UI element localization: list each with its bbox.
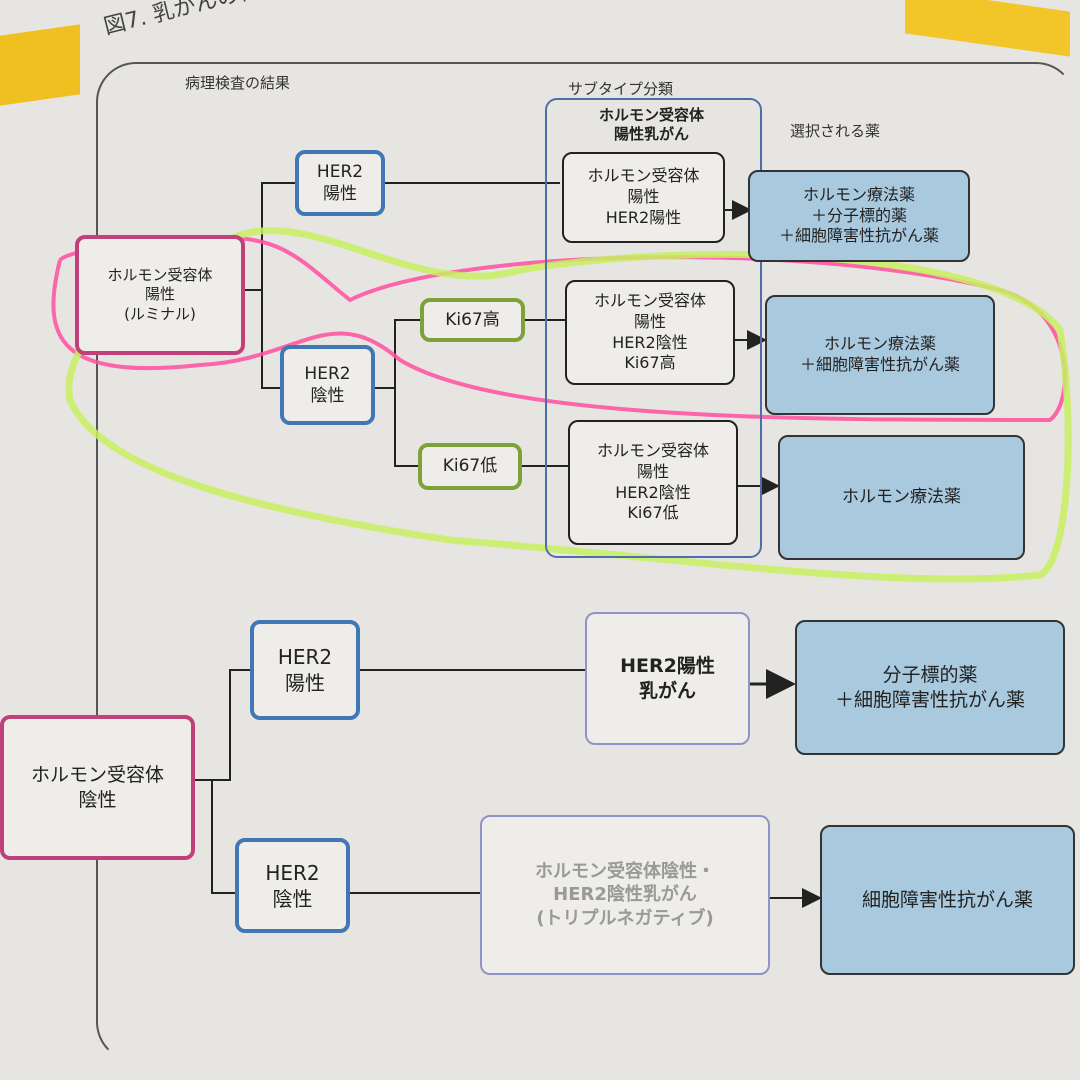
ki67-high-box: Ki67高	[420, 298, 525, 342]
her2-negative-box: HER2 陰性	[235, 838, 350, 933]
subtype-box: HER2陽性 乳がん	[585, 612, 750, 745]
her2-positive-box: HER2 陽性	[295, 150, 385, 216]
subtype-box: ホルモン受容体 陽性 HER2陽性	[562, 152, 725, 243]
group-title: ホルモン受容体 陽性乳がん	[598, 106, 704, 143]
header-drug: 選択される薬	[790, 122, 881, 140]
her2-positive-box: HER2 陽性	[250, 620, 360, 720]
header-pathology: 病理検査の結果	[185, 74, 291, 92]
subtype-box-triple-negative: ホルモン受容体陰性・ HER2陰性乳がん (トリプルネガティブ)	[480, 815, 770, 975]
her2-negative-box: HER2 陰性	[280, 345, 375, 425]
subtype-box: ホルモン受容体 陽性 HER2陰性 Ki67低	[568, 420, 738, 545]
subtype-box: ホルモン受容体 陽性 HER2陰性 Ki67高	[565, 280, 735, 385]
green-highlight	[65, 227, 1072, 583]
drug-box: 分子標的薬 ＋細胞障害性抗がん薬	[795, 620, 1065, 755]
hr-positive-group	[545, 98, 762, 558]
drug-box: 細胞障害性抗がん薬	[820, 825, 1075, 975]
drug-box: ホルモン療法薬 ＋細胞障害性抗がん薬	[765, 295, 995, 415]
drug-box: ホルモン療法薬 ＋分子標的薬 ＋細胞障害性抗がん薬	[748, 170, 970, 262]
header-subtype: サブタイプ分類	[568, 80, 674, 98]
drug-box: ホルモン療法薬	[778, 435, 1025, 560]
figure-frame	[96, 62, 1076, 1062]
hr-positive-box: ホルモン受容体 陽性 (ルミナル)	[75, 235, 245, 355]
ki67-low-box: Ki67低	[418, 443, 522, 490]
hr-negative-box: ホルモン受容体 陰性	[0, 715, 195, 860]
